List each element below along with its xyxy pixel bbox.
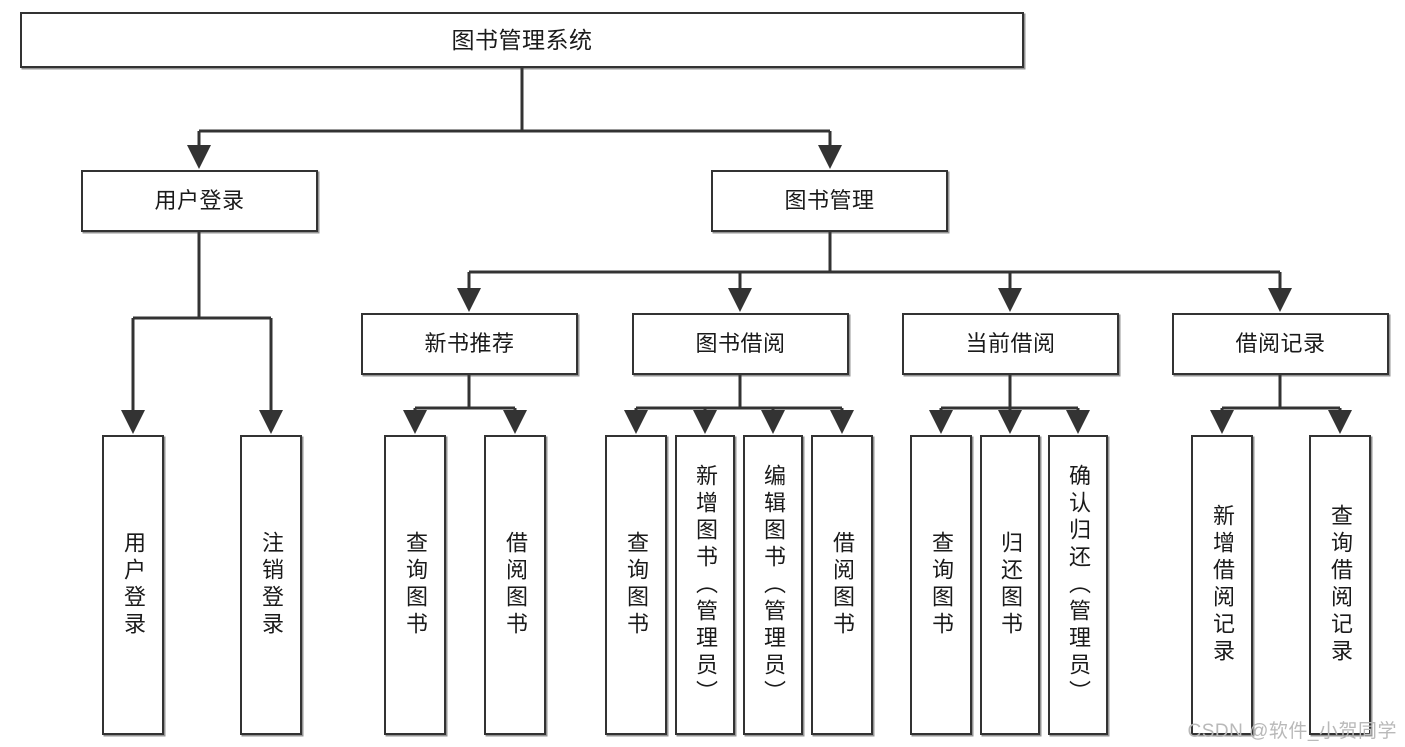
node-label: 归还图书	[998, 531, 1023, 639]
leaf-book-borrow-query[interactable]: 查询图书	[605, 435, 667, 735]
leaf-new-book-borrow[interactable]: 借阅图书	[484, 435, 546, 735]
leaf-current-borrow-confirm-admin[interactable]: 确认归还（管理员）	[1048, 435, 1108, 735]
node-borrow-record[interactable]: 借阅记录	[1172, 313, 1389, 375]
node-label: 查询图书	[929, 531, 954, 639]
node-label: 查询图书	[624, 531, 649, 639]
leaf-borrow-record-query[interactable]: 查询借阅记录	[1309, 435, 1371, 735]
leaf-current-borrow-return[interactable]: 归还图书	[980, 435, 1040, 735]
leaf-book-borrow-borrow[interactable]: 借阅图书	[811, 435, 873, 735]
node-label: 图书管理系统	[451, 26, 593, 53]
watermark-text: CSDN @软件_小贺同学	[1187, 721, 1397, 742]
node-label: 借阅图书	[830, 531, 855, 639]
leaf-book-borrow-edit-admin[interactable]: 编辑图书（管理员）	[743, 435, 803, 735]
leaf-user-login-signin[interactable]: 用户登录	[102, 435, 164, 735]
node-label: 编辑图书（管理员）	[761, 463, 786, 707]
node-root-book-management-system[interactable]: 图书管理系统	[20, 12, 1024, 68]
leaf-book-borrow-add-admin[interactable]: 新增图书（管理员）	[675, 435, 735, 735]
node-new-book-recommend[interactable]: 新书推荐	[361, 313, 578, 375]
node-label: 用户登录	[121, 531, 146, 639]
node-label: 查询借阅记录	[1328, 504, 1353, 666]
node-book-management[interactable]: 图书管理	[711, 170, 948, 232]
node-label: 图书管理	[784, 188, 875, 214]
node-label: 新书推荐	[424, 331, 515, 357]
node-label: 借阅图书	[503, 531, 528, 639]
leaf-borrow-record-add[interactable]: 新增借阅记录	[1191, 435, 1253, 735]
node-label: 图书借阅	[695, 331, 786, 357]
node-user-login[interactable]: 用户登录	[81, 170, 318, 232]
node-label: 确认归还（管理员）	[1066, 463, 1091, 707]
node-current-borrow[interactable]: 当前借阅	[902, 313, 1119, 375]
node-label: 用户登录	[154, 188, 245, 214]
leaf-user-login-signout[interactable]: 注销登录	[240, 435, 302, 735]
node-book-borrow[interactable]: 图书借阅	[632, 313, 849, 375]
leaf-current-borrow-query[interactable]: 查询图书	[910, 435, 972, 735]
node-label: 借阅记录	[1235, 331, 1326, 357]
leaf-new-book-query[interactable]: 查询图书	[384, 435, 446, 735]
node-label: 当前借阅	[965, 331, 1056, 357]
node-label: 新增借阅记录	[1210, 504, 1235, 666]
node-label: 新增图书（管理员）	[693, 463, 718, 707]
node-label: 注销登录	[259, 531, 284, 639]
node-label: 查询图书	[403, 531, 428, 639]
